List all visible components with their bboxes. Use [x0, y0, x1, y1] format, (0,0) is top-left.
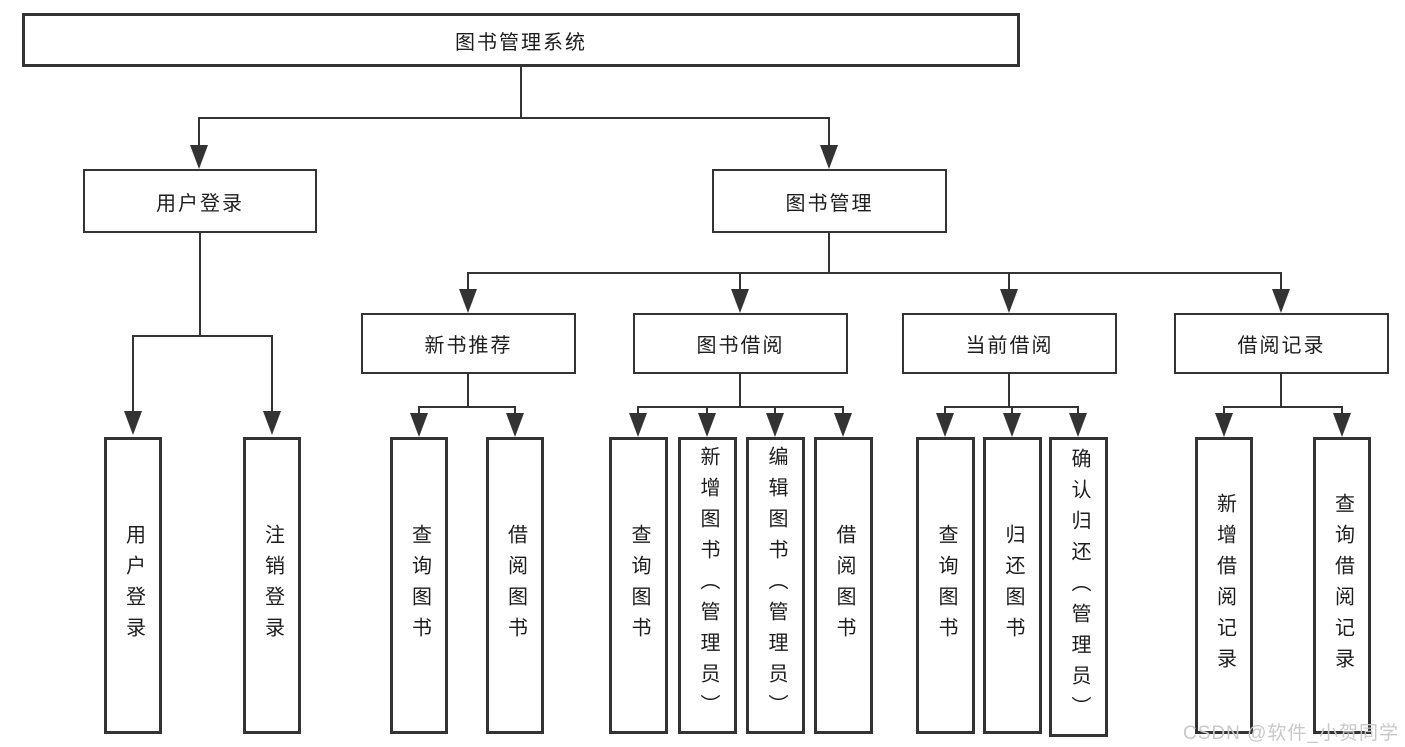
arrowhead-leaf: [936, 413, 954, 437]
connector-leaf-shaft: [1077, 406, 1079, 417]
leaf-label: 借阅图书: [833, 523, 855, 648]
connector-group3-rail: [637, 406, 844, 408]
connector-root-drop: [520, 67, 522, 119]
leaf-query-borrow-record: 查询借阅记录: [1313, 437, 1371, 734]
arrowhead-leaf: [1333, 413, 1351, 437]
arrowhead-user-login: [190, 145, 208, 169]
connector-level3-shaft: [1280, 272, 1282, 293]
connector-level3-shaft: [467, 272, 469, 293]
arrowhead-new-book: [459, 289, 477, 313]
node-current-borrowing: 当前借阅: [902, 313, 1117, 374]
node-user-login: 用户登录: [83, 169, 317, 233]
leaf-add-borrow-record: 新增借阅记录: [1195, 437, 1253, 734]
connector-user-login-drop: [199, 233, 201, 337]
connector-group5-drop: [1280, 374, 1282, 408]
leaf-label: 查询图书: [408, 523, 431, 648]
leaf-add-book-admin: 新增图书（管理员）: [678, 437, 737, 734]
connector-leaf-shaft: [706, 406, 708, 417]
connector-user-login-shaft: [198, 117, 200, 149]
leaf-borrow-book-recommend: 借阅图书: [486, 437, 544, 734]
connector-leaf-shaft: [944, 406, 946, 417]
connector-group5-rail: [1223, 406, 1343, 408]
leaf-confirm-return-admin: 确认归还（管理员）: [1049, 437, 1108, 737]
leaf-label: 查询借阅记录: [1331, 492, 1354, 679]
connector-leaf-shaft: [637, 406, 639, 417]
leaf-label: 新增图书（管理员）: [697, 446, 719, 725]
node-book-borrowing: 图书借阅: [633, 313, 848, 374]
connector-level3-rail: [467, 272, 1282, 274]
leaf-label: 确认归还（管理员）: [1068, 447, 1090, 727]
leaf-query-book-recommend: 查询图书: [390, 437, 448, 734]
leaf-query-book-current: 查询图书: [916, 437, 975, 734]
connector-group1-rail: [132, 335, 273, 337]
connector-level2-rail: [198, 117, 830, 119]
connector-leaf-shaft: [1341, 406, 1343, 417]
connector-leaf-shaft: [842, 406, 844, 417]
leaf-label: 查询图书: [935, 523, 957, 648]
node-library-system: 图书管理系统: [22, 13, 1020, 67]
leaf-label: 新增借阅记录: [1213, 492, 1236, 679]
arrowhead-leaf: [1215, 413, 1233, 437]
node-label: 新书推荐: [424, 335, 513, 357]
connector-group2-rail: [418, 406, 516, 408]
leaf-label: 用户登录: [122, 523, 145, 648]
connector-leaf-shaft: [418, 406, 420, 417]
leaf-user-login: 用户登录: [104, 437, 162, 734]
arrowhead-leaf: [766, 413, 784, 437]
arrowhead-borrow-records: [1272, 289, 1290, 313]
arrowhead-leaf: [1003, 413, 1021, 437]
node-label: 用户登录: [156, 192, 244, 215]
csdn-watermark: CSDN @软件_小贺同学: [1183, 723, 1399, 744]
arrowhead-leaf: [1069, 413, 1087, 437]
arrowhead-book-mgmt: [820, 145, 838, 169]
leaf-label: 编辑图书（管理员）: [765, 446, 787, 725]
connector-level3-shaft: [1008, 272, 1010, 293]
node-label: 图书管理: [785, 192, 874, 215]
arrowhead-leaf: [834, 413, 852, 437]
leaf-label: 查询图书: [628, 523, 650, 648]
connector-group2-drop: [467, 374, 469, 408]
leaf-label: 归还图书: [1002, 523, 1024, 648]
arrowhead-book-borrow: [731, 289, 749, 313]
arrowhead-leaf: [629, 413, 647, 437]
node-label: 图书管理系统: [455, 31, 587, 54]
connector-leaf-shaft: [132, 335, 134, 413]
connector-leaf-shaft: [514, 406, 516, 417]
arrowhead-leaf: [506, 413, 524, 437]
leaf-label: 借阅图书: [504, 523, 527, 648]
arrowhead-current-borrow: [1000, 289, 1018, 313]
connector-leaf-shaft: [1223, 406, 1225, 417]
leaf-logout: 注销登录: [243, 437, 301, 734]
connector-group3-drop: [739, 374, 741, 408]
connector-book-mgmt-shaft: [828, 117, 830, 149]
connector-leaf-shaft: [271, 335, 273, 413]
node-borrowing-records: 借阅记录: [1174, 313, 1389, 374]
connector-leaf-shaft: [774, 406, 776, 417]
arrowhead-leaf: [124, 411, 142, 435]
leaf-borrow-book: 借阅图书: [814, 437, 873, 734]
leaf-query-book-borrowing: 查询图书: [609, 437, 668, 734]
connector-group4-drop: [1008, 374, 1010, 408]
arrowhead-leaf: [263, 411, 281, 435]
node-label: 借阅记录: [1237, 335, 1326, 357]
connector-leaf-shaft: [1011, 406, 1013, 417]
node-label: 图书借阅: [696, 335, 785, 357]
arrowhead-leaf: [698, 413, 716, 437]
arrowhead-leaf: [410, 413, 428, 437]
connector-level3-shaft: [739, 272, 741, 293]
node-label: 当前借阅: [965, 335, 1054, 357]
leaf-label: 注销登录: [261, 523, 284, 648]
leaf-edit-book-admin: 编辑图书（管理员）: [746, 437, 805, 734]
connector-book-mgmt-drop: [828, 233, 830, 274]
node-new-book-recommend: 新书推荐: [361, 313, 576, 374]
node-book-management: 图书管理: [712, 169, 947, 233]
leaf-return-book: 归还图书: [983, 437, 1042, 734]
